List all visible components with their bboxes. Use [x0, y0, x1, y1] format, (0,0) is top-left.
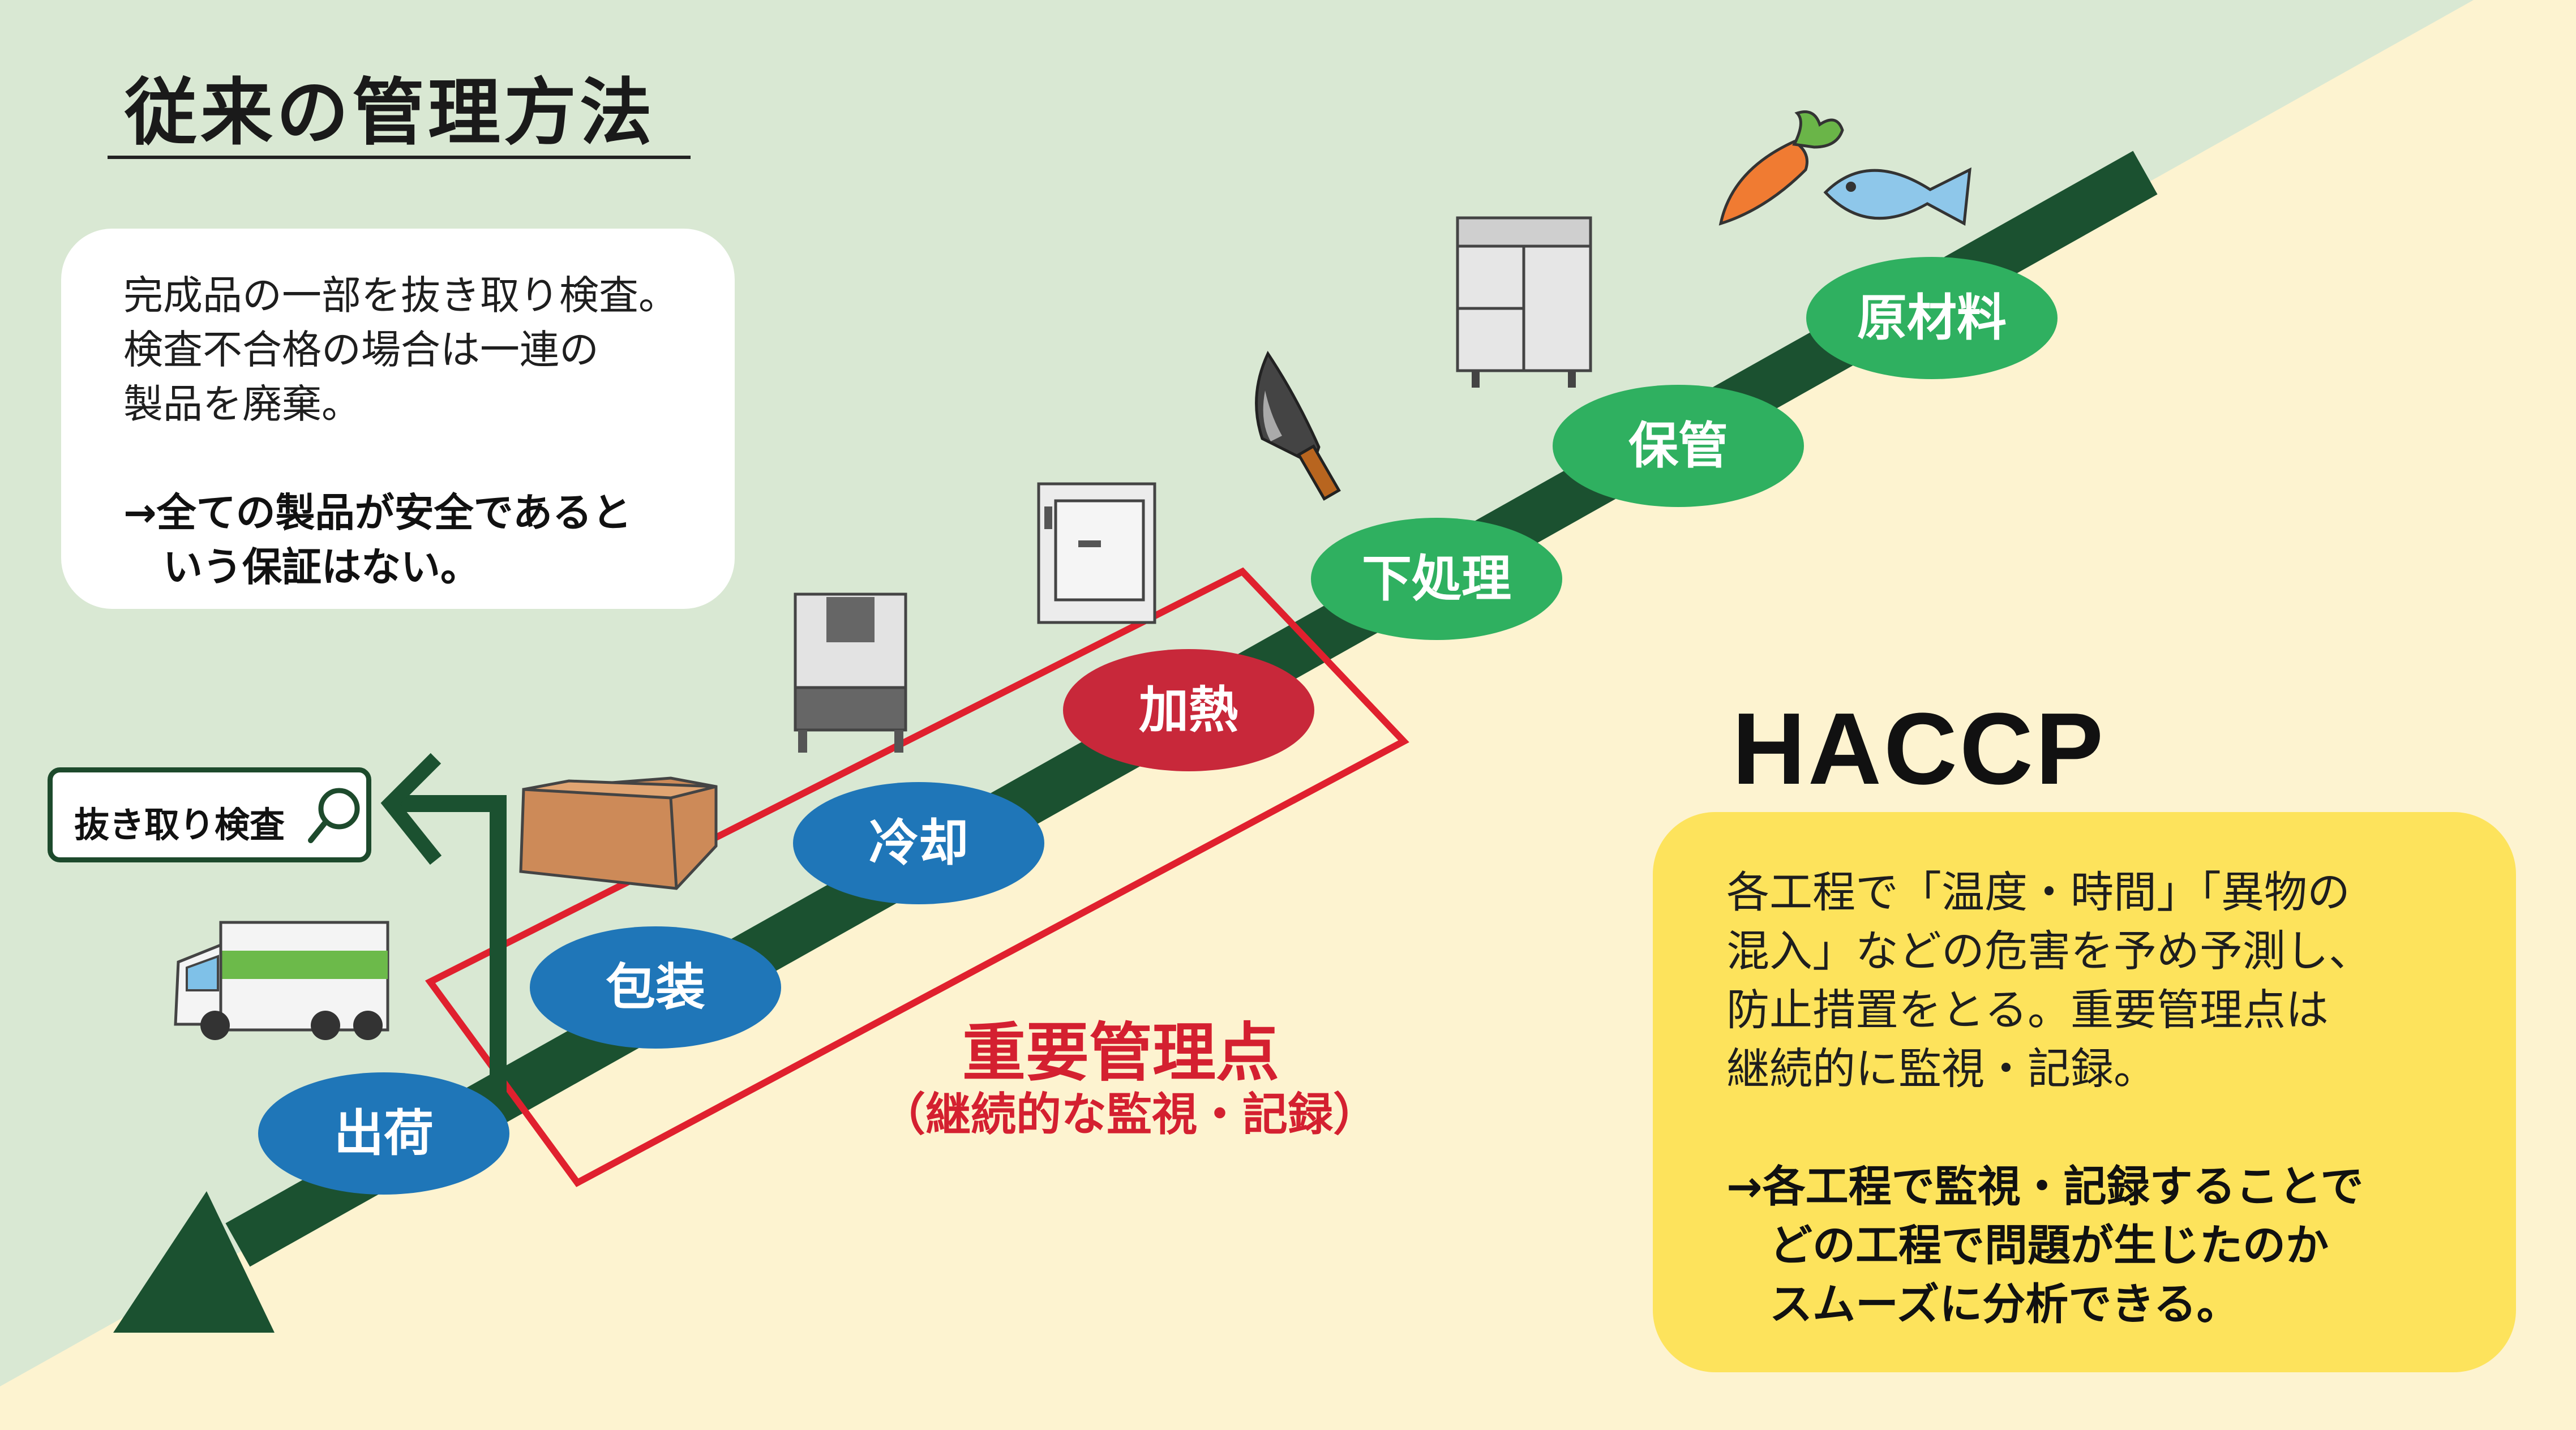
search-icon [308, 788, 360, 843]
step-label: 保管 [1628, 416, 1728, 475]
traditional-card: 完成品の一部を抜き取り検査。 検査不合格の場合は一連の 製品を廃棄。 →全ての製… [61, 229, 735, 609]
step-label: 包装 [606, 958, 705, 1016]
step-label: 冷却 [869, 814, 968, 872]
fish-icon [1823, 167, 1971, 226]
step-shipping: 出荷 [258, 1072, 509, 1195]
carrot-icon [1718, 110, 1844, 226]
traditional-conclusion-1: →全ての製品が安全であると [123, 489, 632, 536]
traditional-line-3: 製品を廃棄。 [123, 381, 361, 427]
haccp-line-3: 防止措置をとる。重要管理点は [1726, 985, 2329, 1035]
traditional-conclusion-2: いう保証はない。 [123, 544, 480, 590]
process-arrow-head [113, 1191, 275, 1333]
inspection-branch-line [391, 795, 507, 1115]
haccp-conclusion-3: スムーズに分析できる。 [1726, 1279, 2240, 1329]
ccp-frame [425, 567, 1409, 1187]
step-raw-materials: 原材料 [1806, 257, 2058, 379]
inspection-branch-arrowhead [380, 753, 442, 865]
haccp-title: HACCP [1732, 692, 2106, 806]
delivery-truck-icon [174, 921, 389, 1040]
title-underline [108, 156, 691, 159]
blast-chiller-icon [794, 592, 907, 753]
step-heating: 加熱 [1063, 649, 1314, 771]
haccp-line-4: 継続的に監視・記録。 [1726, 1043, 2157, 1094]
traditional-line-2: 検査不合格の場合は一連の [123, 327, 599, 373]
haccp-card: 各工程で「温度・時間」「異物の 混入」などの危害を予め予測し、 防止措置をとる。… [1653, 812, 2516, 1372]
step-label: 出荷 [334, 1104, 434, 1162]
sampling-inspection-label: 抜き取り検査 [74, 804, 285, 845]
haccp-line-1: 各工程で「温度・時間」「異物の [1726, 867, 2350, 917]
knife-icon [1255, 350, 1341, 501]
step-packaging: 包装 [530, 926, 781, 1049]
haccp-line-2: 混入」などの危害を予め予測し、 [1726, 926, 2372, 976]
oven-icon [1037, 482, 1156, 624]
step-label: 下処理 [1362, 549, 1511, 608]
cardboard-box-icon [519, 776, 718, 890]
step-label: 原材料 [1857, 289, 2007, 347]
haccp-conclusion-2: どの工程で問題が生じたのか [1726, 1220, 2329, 1270]
haccp-conclusion-1: →各工程で監視・記録することで [1726, 1161, 2364, 1212]
step-storage: 保管 [1553, 385, 1804, 507]
traditional-line-1: 完成品の一部を抜き取り検査。 [123, 272, 678, 319]
step-cooling: 冷却 [793, 782, 1044, 904]
step-preprocessing: 下処理 [1311, 518, 1562, 640]
traditional-title: 従来の管理方法 [125, 71, 656, 155]
step-label: 加熱 [1139, 681, 1238, 739]
refrigerator-icon [1456, 216, 1592, 388]
sampling-inspection-box: 抜き取り検査 [48, 767, 371, 862]
ccp-subtitle: （継続的な監視・記録） [880, 1088, 1378, 1141]
ccp-title: 重要管理点 [962, 1016, 1279, 1090]
